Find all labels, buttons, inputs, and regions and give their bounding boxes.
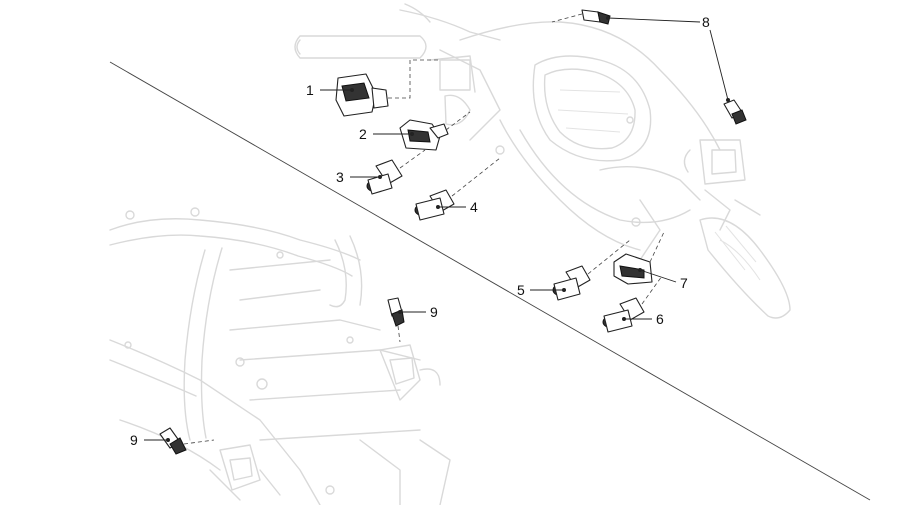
part-6-push-switch	[602, 275, 663, 333]
callout-6-label: 6	[656, 311, 664, 327]
callout-4: 4	[436, 199, 478, 215]
callout-3: 3	[336, 169, 382, 185]
section-divider-line	[109, 61, 871, 501]
callout-5-label: 5	[517, 282, 525, 298]
callout-5: 5	[517, 282, 566, 298]
callout-8-label: 8	[702, 14, 710, 30]
part-3-push-switch	[366, 149, 426, 195]
callout-1-label: 1	[306, 82, 314, 98]
part-1-switch-housing	[335, 59, 440, 117]
callout-7-label: 7	[680, 275, 688, 291]
part-2-bezel	[399, 111, 471, 151]
callout-1: 1	[306, 82, 354, 98]
callout-3-label: 3	[336, 169, 344, 185]
part-7-cover	[613, 231, 665, 285]
callout-8: 8	[606, 14, 730, 102]
callout-4-label: 4	[470, 199, 478, 215]
callout-2: 2	[359, 126, 414, 142]
callout-9-upper-label: 9	[430, 304, 438, 320]
part-9-bulb-upper	[387, 297, 405, 343]
part-4-push-switch	[414, 157, 501, 221]
callout-6: 6	[622, 311, 664, 327]
frame-ghost-drawing	[109, 207, 451, 505]
part-8-bulb-top	[551, 9, 611, 25]
callout-9-lower-label: 9	[130, 432, 138, 448]
callout-2-label: 2	[359, 126, 367, 142]
handlebar-ghost-drawing	[294, 3, 791, 319]
part-9-bulb-lower	[159, 427, 215, 455]
callout-7: 7	[638, 268, 688, 291]
part-8-bulb-right	[723, 99, 747, 125]
callout-9-upper: 9	[398, 304, 438, 320]
callout-9-lower: 9	[130, 432, 170, 448]
